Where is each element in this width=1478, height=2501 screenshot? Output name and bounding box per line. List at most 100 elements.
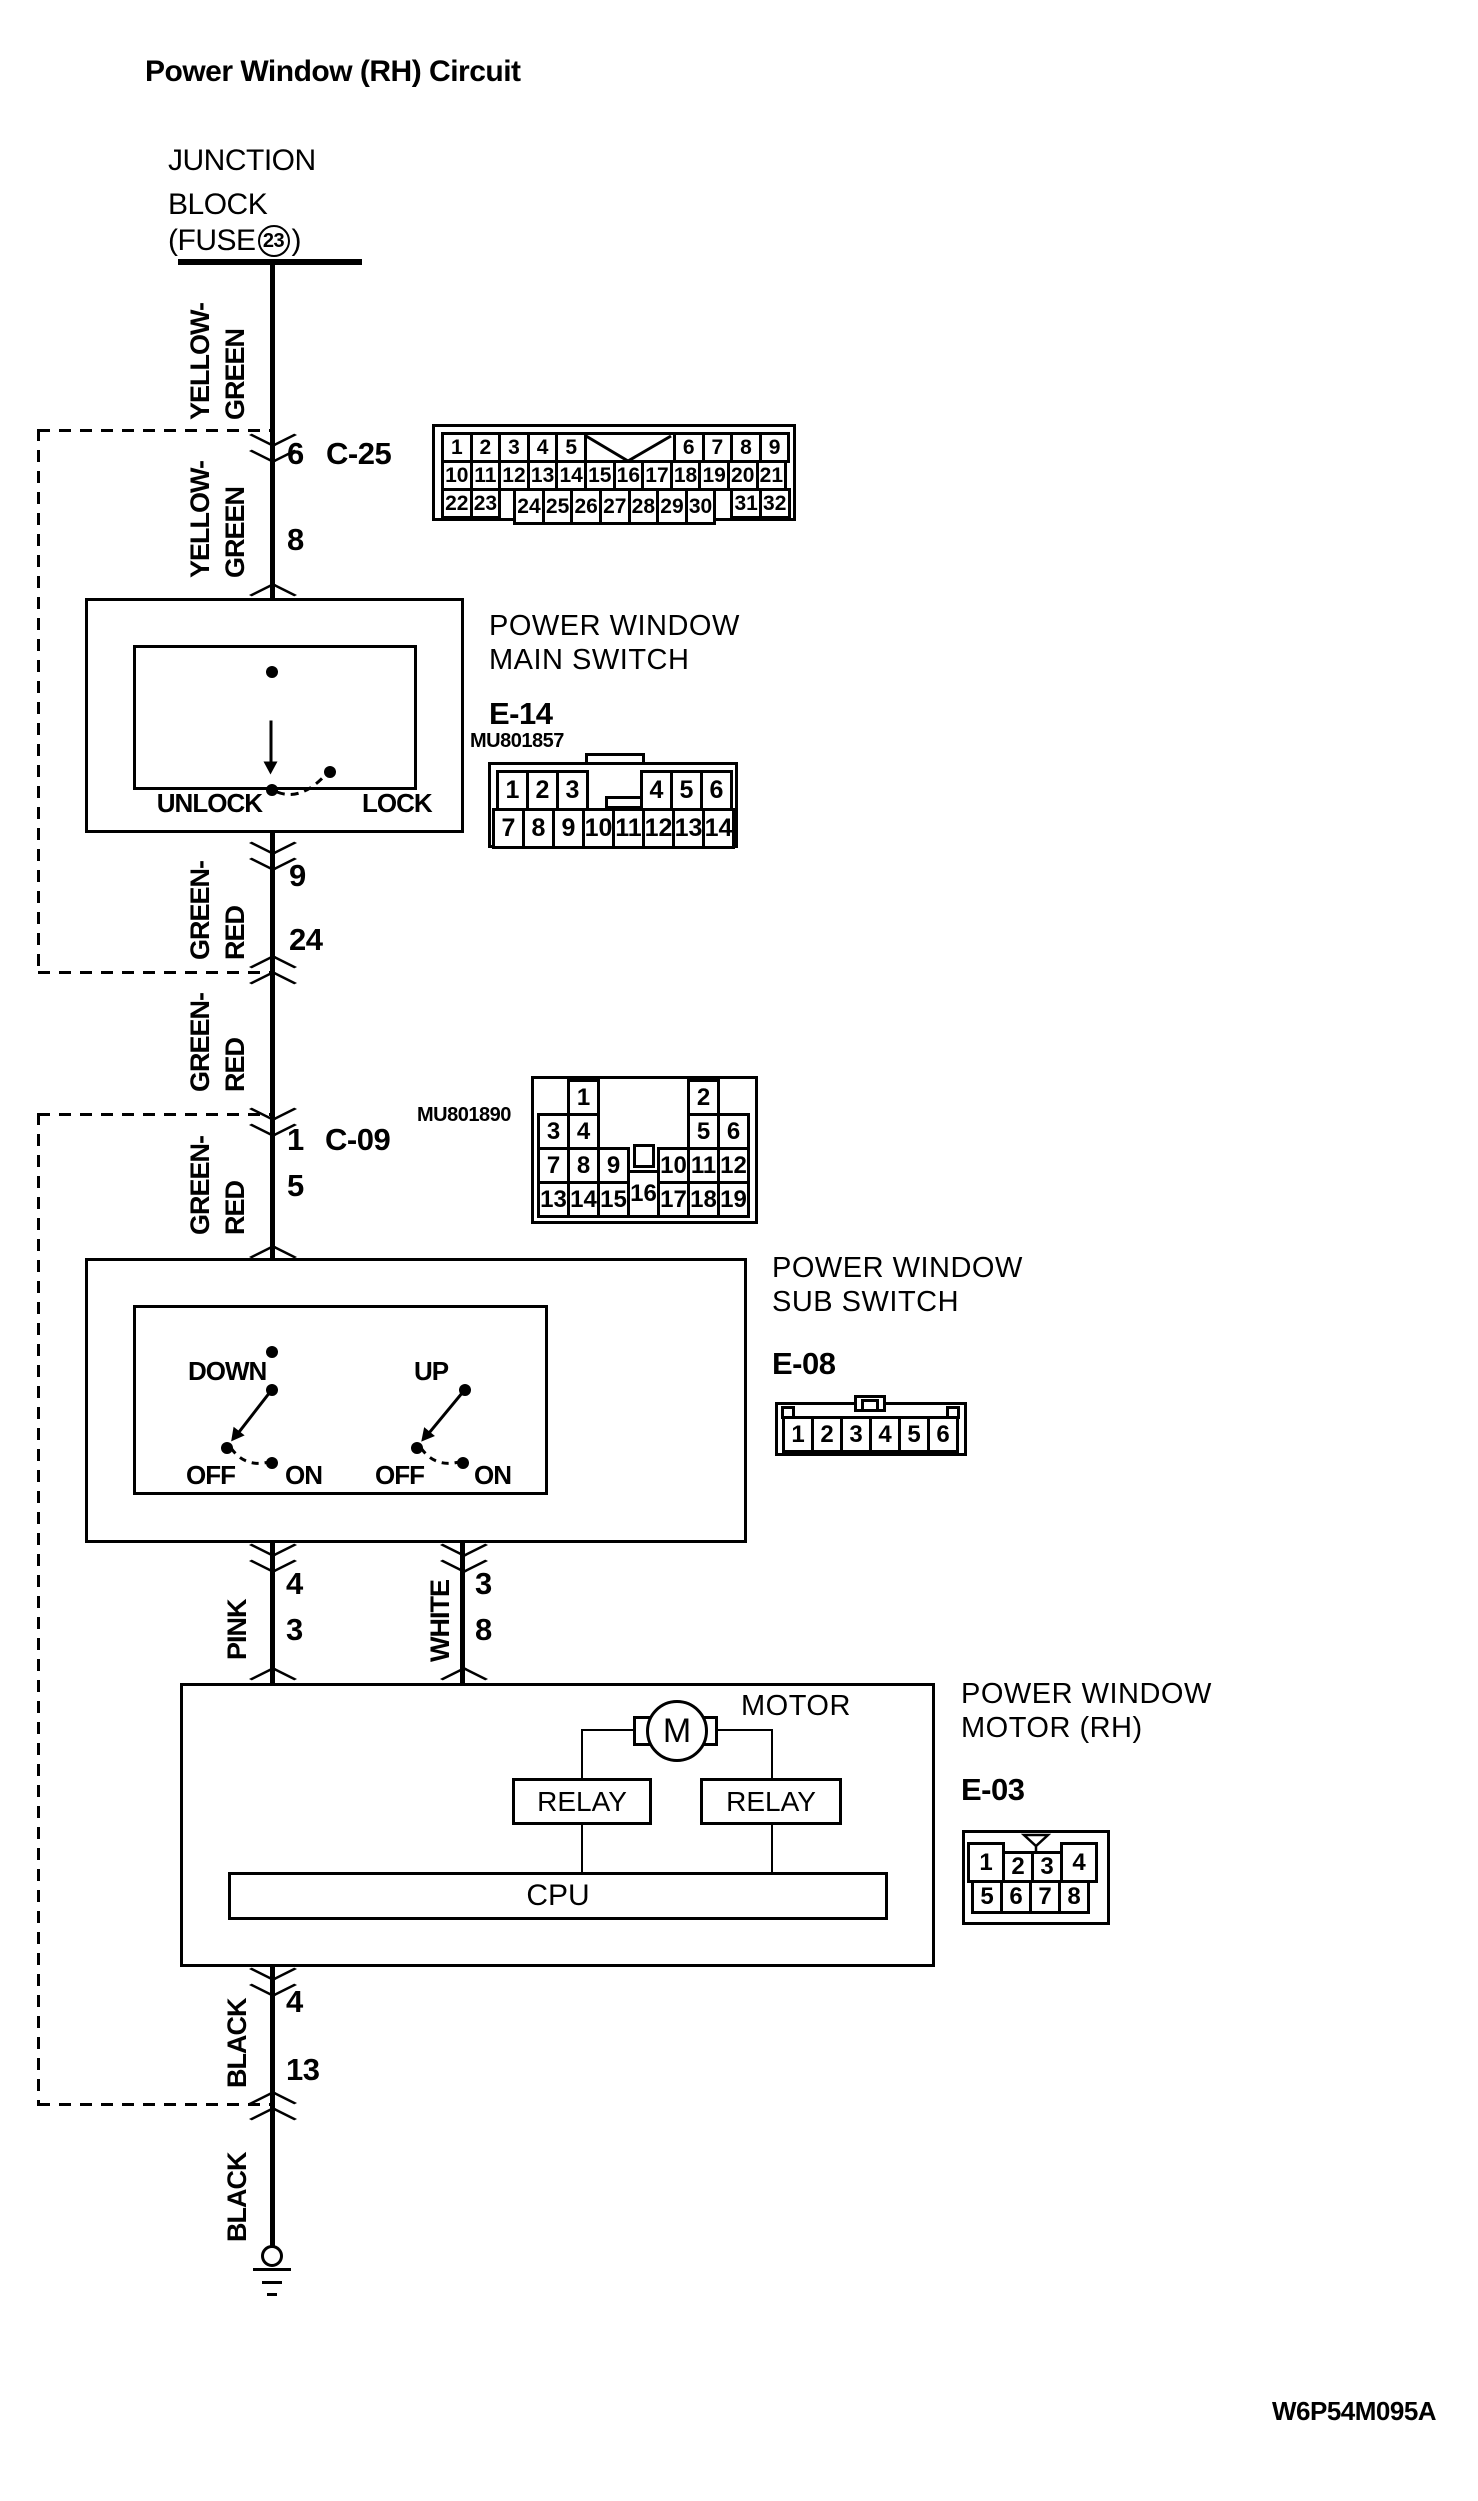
pin-cell: 27: [598, 488, 631, 525]
pin-cell: 5: [670, 770, 703, 811]
pin-cell: 11: [687, 1147, 720, 1184]
pin-cell: 19: [717, 1181, 750, 1218]
off-contact-dot: [411, 1442, 423, 1454]
pin-cell: 22: [441, 488, 473, 519]
pin-cell: 4: [1060, 1842, 1098, 1883]
dashed-box1-top-edge: [38, 429, 272, 432]
lock-label: LOCK: [362, 788, 433, 818]
wire-pin-number: 9: [289, 858, 306, 893]
motor-code: E-03: [961, 1772, 1025, 1807]
pin-cell: 9: [552, 808, 585, 849]
pin-cell: 9: [597, 1147, 630, 1184]
wire-color-label-black-2: BLACK: [222, 2152, 252, 2243]
pin-cell: 6: [700, 770, 733, 811]
main-switch-title-line1: POWER WINDOW: [489, 610, 740, 642]
pin-cell: 3: [840, 1416, 872, 1453]
c09-part-number: MU801890: [417, 1104, 511, 1126]
pin-cell: 23: [469, 488, 502, 519]
pin-cell: 3: [537, 1113, 570, 1150]
pin-cell: 30: [684, 488, 717, 525]
unlock-label: UNLOCK: [156, 788, 263, 818]
pin-cell: 32: [758, 488, 791, 519]
wire-yellow-green: [270, 262, 275, 598]
switch-dashed-arc: [229, 1447, 270, 1465]
pin-cell: 11: [612, 808, 645, 849]
pin-cell: 8: [730, 432, 762, 463]
pin-cell: 4: [640, 770, 673, 811]
motor-lead-right-h: [718, 1729, 772, 1731]
contact-dot: [266, 666, 278, 678]
fuse-number-circle: 23: [257, 225, 290, 257]
pin-cell: 10: [657, 1147, 690, 1184]
pin-cell: 5: [898, 1416, 930, 1453]
pin-cell: 2: [469, 432, 502, 463]
wire-pin-number: 13: [286, 2052, 320, 2087]
wire-white: [460, 1543, 465, 1683]
wire-green-red: [270, 833, 275, 1258]
pin-cell: 26: [570, 488, 602, 525]
pin-cell: 12: [642, 808, 675, 849]
wire-pin-number: 4: [286, 1984, 303, 2019]
pin-cell: 3: [498, 432, 530, 463]
sub-switch-title-line2: SUB SWITCH: [772, 1286, 960, 1318]
pin-cell: 8: [1058, 1880, 1090, 1914]
motor-lead-right-v: [771, 1729, 773, 1778]
sub-switch-title-line1: POWER WINDOW: [772, 1252, 1023, 1284]
wire-pink: [270, 1543, 275, 1683]
wire-color-label-yellow-green-1: YELLOW-GREEN: [185, 303, 250, 420]
pin-cell: 7: [1029, 1880, 1061, 1914]
wire-pin-number: 6: [287, 436, 304, 471]
pin-cell: 16: [627, 1170, 660, 1218]
dashed-box1-bottom-edge: [38, 971, 272, 974]
junction-block-label-line1: JUNCTION: [168, 144, 316, 177]
wire-pin-number: 3: [286, 1612, 303, 1647]
fuse-label-close: ): [291, 224, 302, 257]
main-switch-part-number: MU801857: [470, 730, 564, 752]
pin-cell: 14: [702, 808, 735, 849]
pin-cell: 5: [971, 1880, 1003, 1914]
lock-contact-dot: [324, 766, 336, 778]
wire-color-label-green-red-3: GREEN-RED: [185, 1135, 250, 1235]
pin-cell: 8: [522, 808, 555, 849]
on-label: ON: [474, 1460, 512, 1490]
off-label: OFF: [375, 1460, 425, 1490]
pin-cell: 5: [687, 1113, 720, 1150]
e08-center-tab-inner: [861, 1399, 879, 1412]
relay-box-left: RELAY: [512, 1778, 652, 1825]
wire-color-label-green-red-2: GREEN-RED: [185, 992, 250, 1092]
pin-cell: 1: [782, 1416, 814, 1453]
pin-cell: 1: [567, 1079, 600, 1116]
main-switch-title-line2: MAIN SWITCH: [489, 644, 690, 676]
pin-cell: 7: [537, 1147, 570, 1184]
sub-switch-inner-box: [133, 1305, 548, 1495]
pin-cell: 6: [717, 1113, 750, 1150]
dashed-box2-bottom-edge: [38, 2103, 272, 2106]
switch-arm-arrow: [269, 720, 273, 769]
wire-pin-number: 24: [289, 922, 323, 957]
pin-cell: 5: [555, 432, 587, 463]
main-switch-code: E-14: [489, 696, 553, 731]
sub-switch-code: E-08: [772, 1346, 836, 1381]
pin-cell: 18: [687, 1181, 720, 1218]
pin-cell: 2: [1002, 1851, 1034, 1883]
pin-cell: 4: [869, 1416, 901, 1453]
pin-cell: 6: [1000, 1880, 1032, 1914]
junction-block-fuse-label: (FUSE 23 ): [168, 224, 301, 258]
pin-cell: 20: [726, 460, 759, 491]
page-title: Power Window (RH) Circuit: [145, 55, 521, 88]
cpu-box: CPU: [228, 1872, 888, 1920]
c09-keyway-tab: [633, 1144, 655, 1168]
wire-color-label-black-1: BLACK: [222, 1998, 252, 2089]
off-contact-dot: [221, 1442, 233, 1454]
pin-cell: 3: [1031, 1851, 1063, 1883]
pin-cell: 31: [730, 488, 762, 519]
